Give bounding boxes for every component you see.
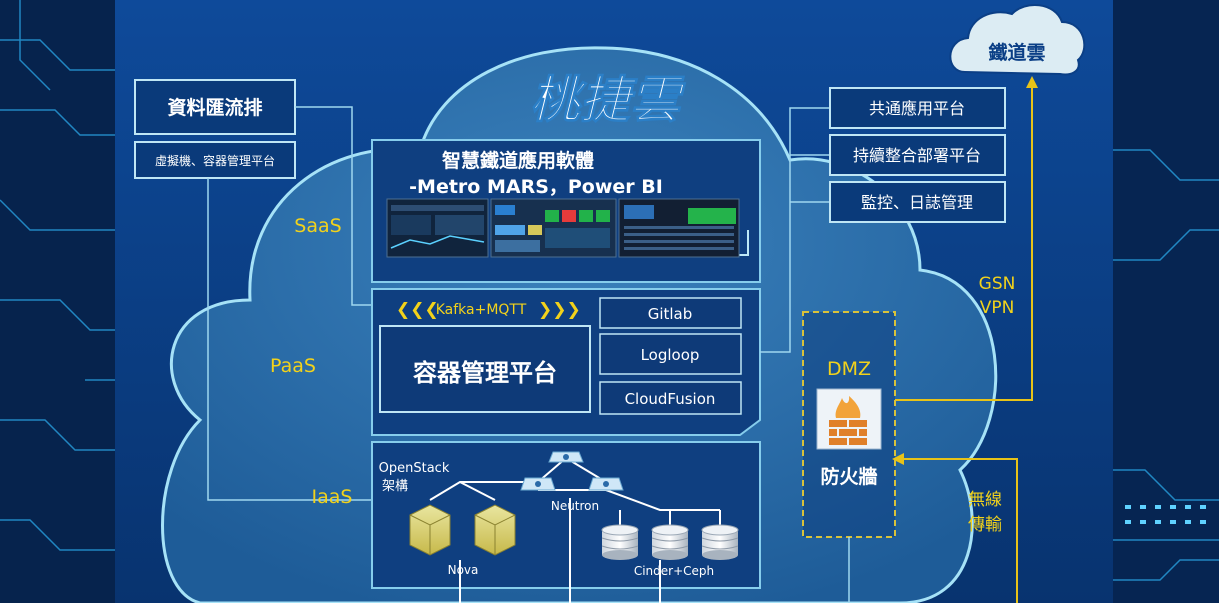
vm-container-label: 虛擬機、容器管理平台 (155, 153, 275, 168)
gitlab-label: Gitlab (648, 305, 693, 323)
nova-label: Nova (448, 563, 479, 577)
common-platform-label: 共通應用平台 (869, 99, 965, 118)
wireless-label-line2: 傳輸 (968, 515, 1002, 535)
router-icon-top (548, 451, 584, 463)
data-stream-connector (295, 106, 372, 306)
nova-cube-icon-2 (474, 504, 516, 556)
logloop-box: Logloop (599, 333, 742, 375)
storage-disk-icon-2 (651, 524, 689, 560)
paas-panel: ❮❮❮ Kafka+MQTT ❯❯❯ 容器管理平台 Gitlab Logloop… (371, 288, 761, 436)
right-dot-grid (1125, 505, 1206, 524)
left-circuit-decoration (0, 0, 115, 551)
cinder-ceph-label: Cinder+Ceph (634, 564, 714, 578)
data-stream-label: 資料匯流排 (167, 96, 262, 119)
container-platform-box: 容器管理平台 (379, 325, 591, 413)
saas-panel: 智慧鐵道應用軟體 -Metro MARS，Power BI (371, 139, 761, 283)
iaas-label: IaaS (312, 486, 353, 508)
right-circuit-decoration (1113, 149, 1219, 581)
data-stream-box: 資料匯流排 (134, 79, 296, 135)
wireless-label-line1: 無線 (968, 490, 1002, 510)
openstack-label: OpenStack (379, 461, 450, 476)
vm-container-box: 虛擬機、容器管理平台 (134, 141, 296, 179)
monitoring-log-label: 監控、日誌管理 (861, 193, 973, 212)
ci-cd-platform-box: 持續整合部署平台 (829, 134, 1006, 176)
gsn-vpn-arrow-icon (1026, 76, 1038, 88)
wireless-arrow-icon (892, 453, 904, 465)
saas-title-line1: 智慧鐵道應用軟體 (442, 149, 594, 172)
metro-mars-screenshot (386, 198, 489, 258)
gitlab-box: Gitlab (599, 297, 742, 329)
common-platform-box: 共通應用平台 (829, 87, 1006, 129)
cloud-title: 桃捷雲 (530, 71, 686, 129)
monitoring-log-box: 監控、日誌管理 (829, 181, 1006, 223)
dmz-zone: DMZ 防火牆 (802, 311, 896, 538)
operations-dashboard-screenshot (490, 198, 617, 258)
kafka-mqtt-label: Kafka+MQTT (436, 302, 527, 318)
gsn-vpn-connector (895, 82, 1033, 401)
gsn-label: GSN (979, 274, 1016, 294)
vpn-label: VPN (980, 298, 1015, 318)
firewall-label: 防火牆 (820, 465, 877, 488)
wireless-connector (898, 458, 1018, 603)
dmz-label: DMZ (827, 358, 871, 380)
storage-disk-icon-3 (701, 524, 739, 560)
paas-label: PaaS (270, 355, 316, 377)
router-icon-right (588, 477, 624, 491)
cloudfusion-label: CloudFusion (625, 390, 716, 408)
storage-disk-icon-1 (601, 524, 639, 560)
logloop-label: Logloop (641, 346, 700, 364)
openstack-arch-label: 架構 (382, 479, 408, 494)
power-bi-screenshot (618, 198, 740, 258)
container-platform-label: 容器管理平台 (413, 359, 557, 387)
right-background-strip (1113, 0, 1219, 603)
firewall-icon (816, 388, 882, 450)
railway-cloud-label: 鐵道雲 (988, 41, 1045, 64)
right-boxes-connector (760, 107, 830, 353)
kafka-right-chevrons: ❯❯❯ (538, 300, 581, 320)
router-icon-left (520, 477, 556, 491)
neutron-label: Neutron (551, 499, 599, 513)
kafka-left-chevrons: ❮❮❮ (396, 300, 439, 320)
vm-container-connector (207, 178, 372, 501)
iaas-panel: OpenStack 架構 N (371, 441, 761, 603)
saas-title-line2: -Metro MARS，Power BI (409, 176, 663, 198)
nova-cube-icon-1 (409, 504, 451, 556)
ci-cd-platform-label: 持續整合部署平台 (853, 146, 981, 165)
cloudfusion-box: CloudFusion (599, 381, 742, 415)
left-background-strip (0, 0, 115, 603)
railway-cloud: 鐵道雲 (949, 3, 1086, 76)
saas-label: SaaS (294, 215, 341, 237)
